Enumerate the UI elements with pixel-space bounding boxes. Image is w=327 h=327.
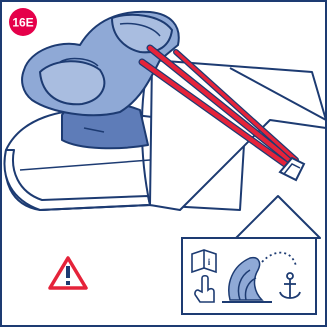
manual-book-icon: i <box>192 250 216 272</box>
step-badge: 16E <box>9 8 37 36</box>
step-badge-label: 16E <box>12 16 33 30</box>
